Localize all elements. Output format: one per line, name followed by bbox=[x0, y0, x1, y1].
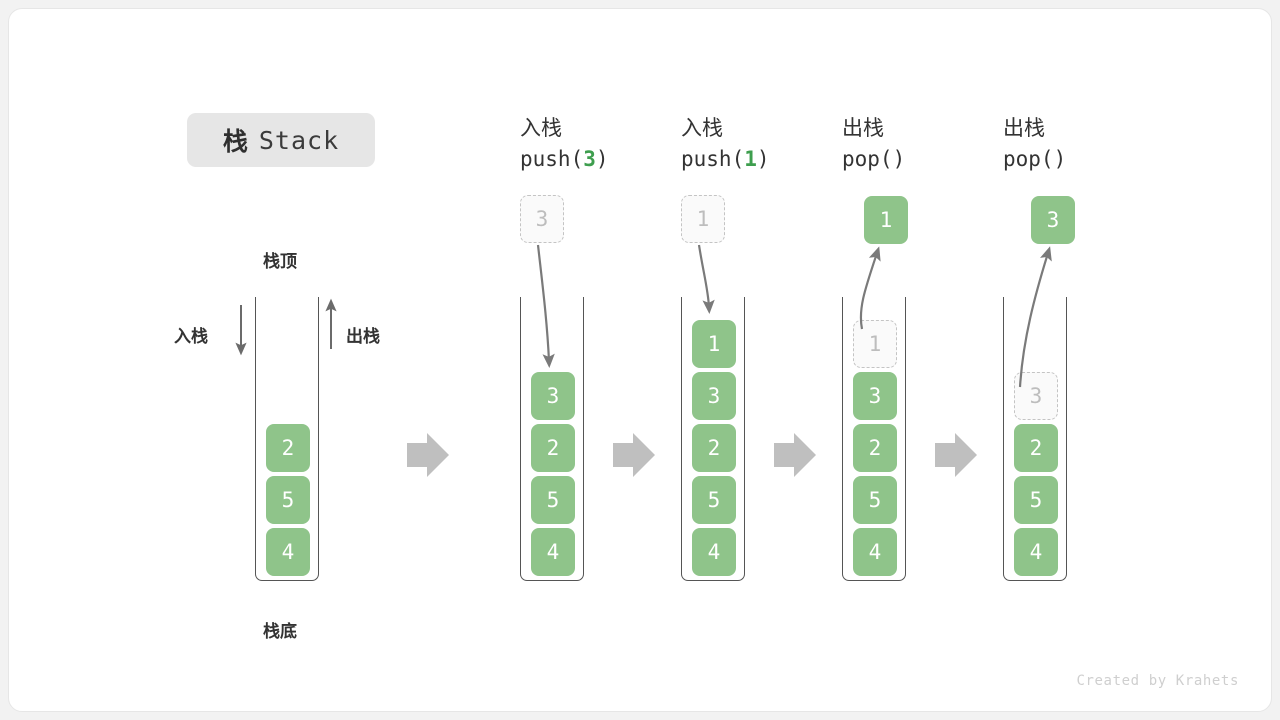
stack-cell: 5 bbox=[1014, 476, 1058, 524]
op-post: ) bbox=[756, 147, 770, 171]
transition-arrow-4 bbox=[935, 433, 977, 477]
floating-box-value: 3 bbox=[1046, 208, 1060, 232]
cell-value: 5 bbox=[868, 488, 882, 512]
cell-value: 3 bbox=[707, 384, 721, 408]
col-header-cn: 出栈 bbox=[1003, 116, 1045, 140]
col-header-push-3: 入栈 push(3) bbox=[520, 113, 690, 175]
cell-value: 4 bbox=[546, 540, 560, 564]
stack-cell: 5 bbox=[531, 476, 575, 524]
col-header-pop-3: 出栈 pop() bbox=[1003, 113, 1173, 175]
label-stack-top: 栈顶 bbox=[263, 252, 297, 272]
transition-arrow-2 bbox=[613, 433, 655, 477]
stack-container-pop-3: 4 5 2 3 bbox=[1003, 297, 1067, 581]
cell-value: 2 bbox=[868, 436, 882, 460]
stack-cell: 2 bbox=[692, 424, 736, 472]
op-pre: push( bbox=[520, 147, 584, 171]
stack-cells-push-1: 4 5 2 3 1 bbox=[682, 320, 746, 576]
floating-box-value: 1 bbox=[879, 208, 893, 232]
label-push-side: 入栈 bbox=[174, 327, 208, 347]
stack-container-pop-1: 4 5 2 3 1 bbox=[842, 297, 906, 581]
floating-box-push-1: 1 bbox=[681, 195, 725, 243]
cell-value: 2 bbox=[281, 436, 295, 460]
stack-cell: 4 bbox=[266, 528, 310, 576]
op-arg: 3 bbox=[583, 147, 596, 171]
stack-cells-push-3: 4 5 2 3 bbox=[521, 372, 585, 576]
floating-box-value: 1 bbox=[696, 207, 710, 231]
cell-value: 5 bbox=[546, 488, 560, 512]
op-arg: 1 bbox=[744, 147, 757, 171]
cell-value: 5 bbox=[1029, 488, 1043, 512]
stack-container-initial: 4 5 2 bbox=[255, 297, 319, 581]
cell-value: 2 bbox=[707, 436, 721, 460]
op-pre: push( bbox=[681, 147, 745, 171]
stack-cell-ghost: 1 bbox=[853, 320, 897, 368]
col-header-op: pop() bbox=[842, 143, 1012, 175]
op-pre: pop( bbox=[842, 147, 893, 171]
stack-container-push-1: 4 5 2 3 1 bbox=[681, 297, 745, 581]
op-post: ) bbox=[892, 147, 906, 171]
stack-cell: 5 bbox=[692, 476, 736, 524]
floating-box-pop-3: 3 bbox=[1031, 196, 1075, 244]
floating-box-pop-1: 1 bbox=[864, 196, 908, 244]
footer-credit: Created by Krahets bbox=[1076, 673, 1239, 689]
stack-cells-initial: 4 5 2 bbox=[256, 424, 320, 576]
stack-cell: 4 bbox=[531, 528, 575, 576]
col-header-op: pop() bbox=[1003, 143, 1173, 175]
col-header-cn: 出栈 bbox=[842, 116, 884, 140]
stack-cell: 2 bbox=[531, 424, 575, 472]
stack-cell: 3 bbox=[853, 372, 897, 420]
stack-cell: 3 bbox=[692, 372, 736, 420]
label-pop-side: 出栈 bbox=[346, 327, 380, 347]
stack-container-push-3: 4 5 2 3 bbox=[520, 297, 584, 581]
label-stack-bottom: 栈底 bbox=[263, 622, 297, 642]
stack-cell: 2 bbox=[853, 424, 897, 472]
cell-value: 5 bbox=[281, 488, 295, 512]
transition-arrow-1 bbox=[407, 433, 449, 477]
cell-value: 1 bbox=[868, 332, 882, 356]
cell-value: 2 bbox=[546, 436, 560, 460]
stack-cell: 2 bbox=[1014, 424, 1058, 472]
col-header-push-1: 入栈 push(1) bbox=[681, 113, 851, 175]
diagram-card: 栈 Stack 栈顶 栈底 入栈 出栈 入栈 push(3) 入栈 push(1… bbox=[8, 8, 1272, 712]
cell-value: 2 bbox=[1029, 436, 1043, 460]
stack-cells-pop-1: 4 5 2 3 1 bbox=[843, 320, 907, 576]
stack-cell: 1 bbox=[692, 320, 736, 368]
stack-cell: 2 bbox=[266, 424, 310, 472]
floating-box-value: 3 bbox=[535, 207, 549, 231]
title-badge: 栈 Stack bbox=[187, 113, 375, 167]
col-header-op: push(1) bbox=[681, 143, 851, 175]
col-header-pop-1: 出栈 pop() bbox=[842, 113, 1012, 175]
title-cn: 栈 bbox=[222, 127, 248, 156]
cell-value: 4 bbox=[707, 540, 721, 564]
stack-cells-pop-3: 4 5 2 3 bbox=[1004, 372, 1068, 576]
stack-cell: 5 bbox=[266, 476, 310, 524]
cell-value: 1 bbox=[707, 332, 721, 356]
floating-box-push-3: 3 bbox=[520, 195, 564, 243]
title-en: Stack bbox=[258, 125, 340, 155]
op-post: ) bbox=[595, 147, 609, 171]
op-pre: pop( bbox=[1003, 147, 1054, 171]
col-header-cn: 入栈 bbox=[681, 116, 723, 140]
op-post: ) bbox=[1053, 147, 1067, 171]
cell-value: 4 bbox=[281, 540, 295, 564]
stack-cell: 4 bbox=[853, 528, 897, 576]
stack-cell: 4 bbox=[1014, 528, 1058, 576]
stack-cell: 3 bbox=[531, 372, 575, 420]
stack-cell: 5 bbox=[853, 476, 897, 524]
stack-cell-ghost: 3 bbox=[1014, 372, 1058, 420]
cell-value: 4 bbox=[1029, 540, 1043, 564]
cell-value: 3 bbox=[868, 384, 882, 408]
cell-value: 3 bbox=[1029, 384, 1043, 408]
col-header-op: push(3) bbox=[520, 143, 690, 175]
cell-value: 5 bbox=[707, 488, 721, 512]
cell-value: 4 bbox=[868, 540, 882, 564]
stack-cell: 4 bbox=[692, 528, 736, 576]
col-header-cn: 入栈 bbox=[520, 116, 562, 140]
transition-arrow-3 bbox=[774, 433, 816, 477]
cell-value: 3 bbox=[546, 384, 560, 408]
